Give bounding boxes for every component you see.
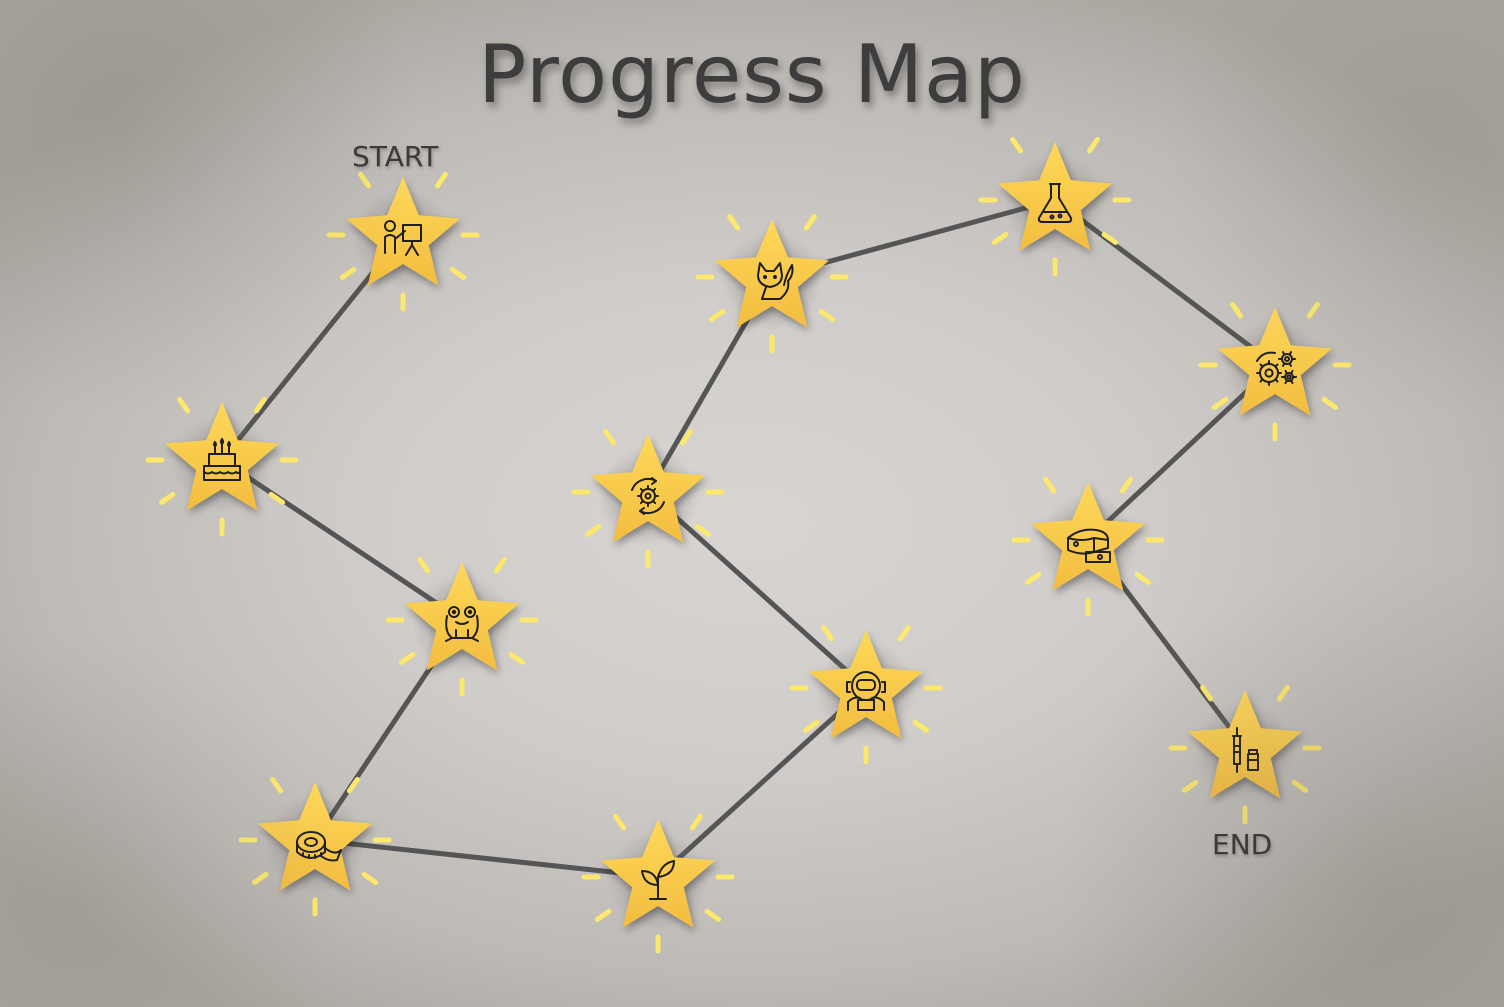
gear-cycle-icon: [631, 477, 665, 515]
map-node-vaccine[interactable]: [1168, 684, 1322, 825]
birthday-cake-icon: [203, 438, 241, 481]
lab-flask-icon: [1037, 183, 1073, 223]
page-title: Progress Map: [478, 28, 1026, 121]
star-badge: [404, 562, 520, 671]
map-node-fox[interactable]: [695, 213, 849, 354]
frog-icon: [445, 606, 479, 642]
star-badge: [600, 819, 716, 928]
glow-rays: [789, 624, 943, 765]
astronaut-icon: [846, 671, 886, 711]
gears-icon: [1256, 351, 1297, 386]
measuring-tape-icon: [296, 831, 342, 862]
sprout-plant-icon: [641, 860, 675, 900]
glow-rays: [385, 556, 539, 697]
map-node-gears[interactable]: [1198, 301, 1352, 442]
glow-rays: [1198, 301, 1352, 442]
map-node-tape[interactable]: [238, 776, 392, 917]
star-badge: [714, 219, 830, 328]
map-node-sprout[interactable]: [581, 813, 735, 954]
glow-rays: [1168, 684, 1322, 825]
map-nodes: [145, 136, 1352, 954]
star-badge: [1030, 482, 1146, 591]
star-badge: [1187, 690, 1303, 799]
star-badge: [997, 142, 1113, 251]
end-label: END: [1212, 828, 1273, 861]
map-node-frog[interactable]: [385, 556, 539, 697]
glow-rays: [695, 213, 849, 354]
map-node-cheese[interactable]: [1011, 476, 1165, 617]
star-badge: [164, 402, 280, 511]
presenter-easel-icon: [384, 220, 422, 256]
map-node-flask[interactable]: [978, 136, 1132, 277]
glow-rays: [326, 171, 480, 312]
map-node-cake[interactable]: [145, 396, 299, 537]
star-badge: [808, 630, 924, 739]
star-badge: [1217, 307, 1333, 416]
glow-rays: [571, 428, 725, 569]
map-node-presenter[interactable]: [326, 171, 480, 312]
glow-rays: [978, 136, 1132, 277]
syringe-vial-icon: [1232, 727, 1259, 773]
glow-rays: [1011, 476, 1165, 617]
cheese-icon: [1067, 528, 1111, 563]
path-segment: [312, 837, 661, 880]
start-label: START: [352, 140, 439, 173]
glow-rays: [581, 813, 735, 954]
fox-icon: [757, 262, 794, 300]
map-node-astronaut[interactable]: [789, 624, 943, 765]
glow-rays: [238, 776, 392, 917]
star-badge: [257, 782, 373, 891]
map-node-gear-cycle[interactable]: [571, 428, 725, 569]
glow-rays: [145, 396, 299, 537]
